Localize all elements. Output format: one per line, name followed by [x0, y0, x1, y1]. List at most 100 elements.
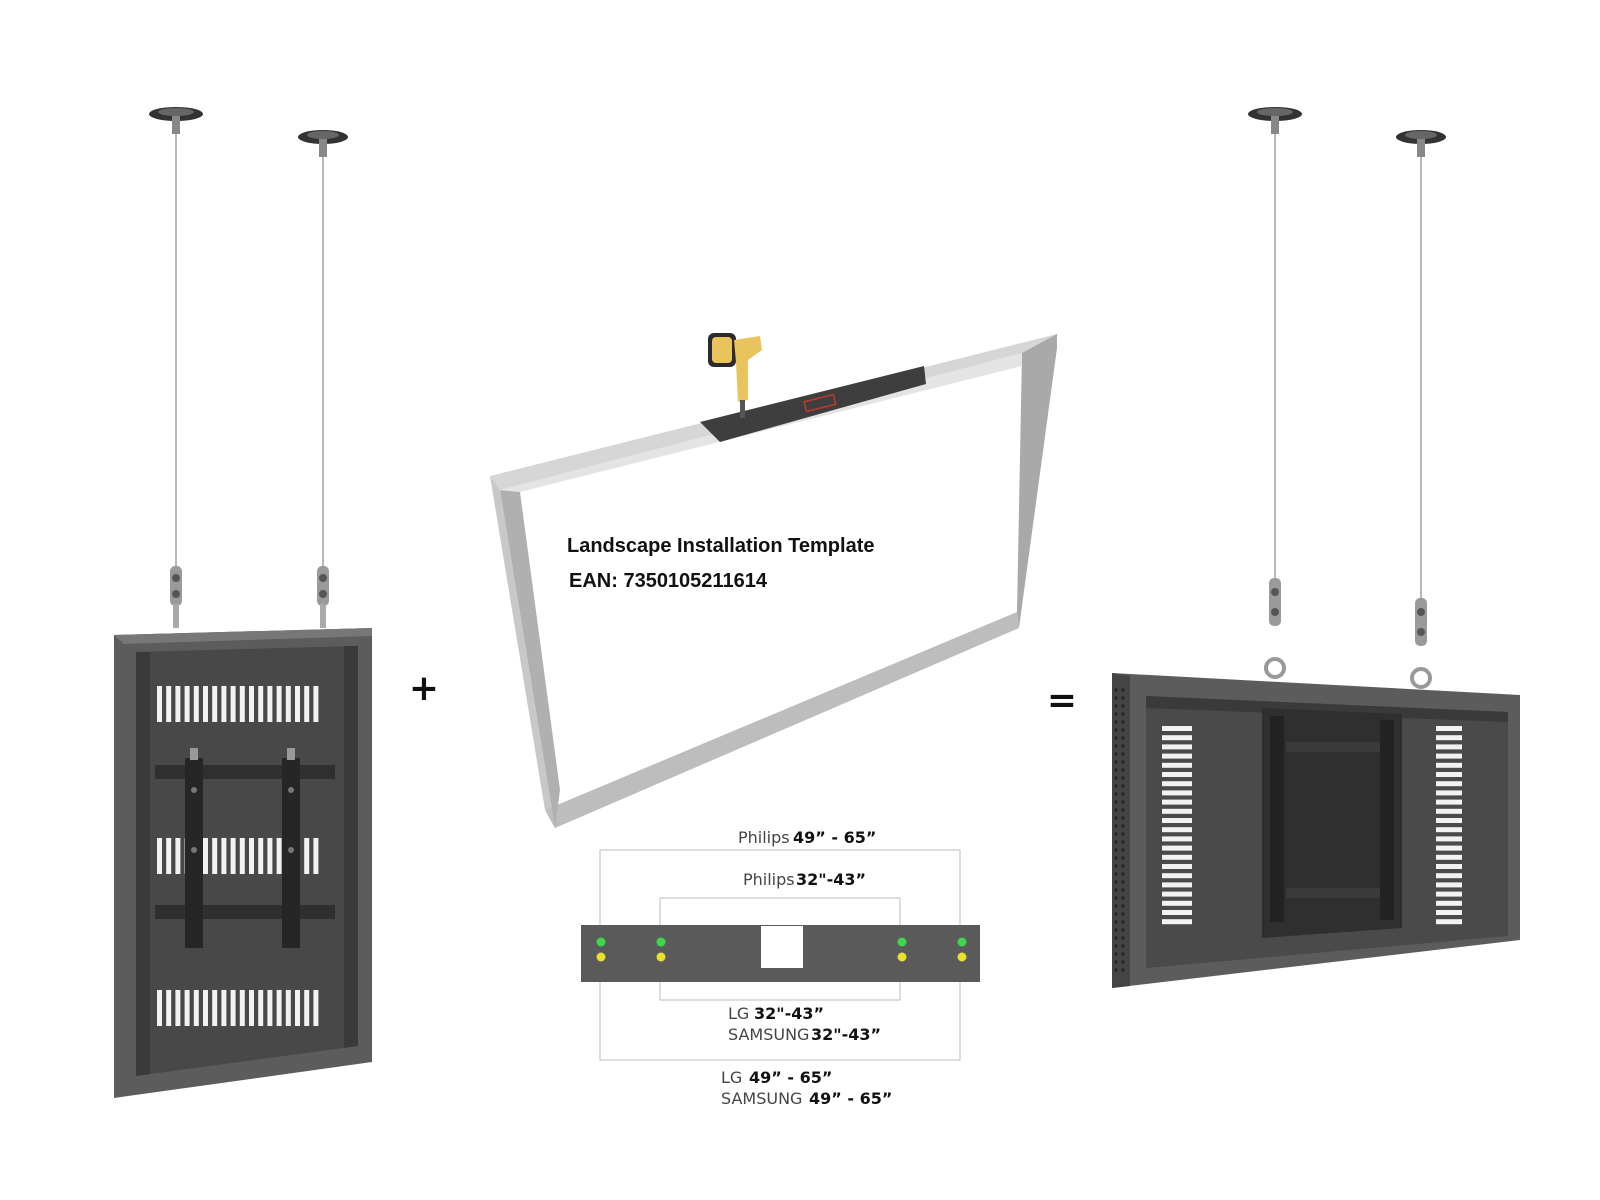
perforation-hole [1121, 800, 1125, 804]
perforation-hole [1121, 776, 1125, 780]
vent-slot [1436, 781, 1462, 787]
perforation-hole [1114, 752, 1118, 756]
vent-slot [304, 686, 310, 722]
perforation-hole [1114, 760, 1118, 764]
perforation-hole [1121, 720, 1125, 724]
perforation-hole [1121, 952, 1125, 956]
vent-slot [166, 990, 172, 1026]
vent-slot [1436, 744, 1462, 750]
vent-slot [175, 990, 181, 1026]
vent-slot [1162, 744, 1192, 750]
vent-slot [304, 990, 310, 1026]
perforation-hole [1114, 848, 1118, 852]
perforation-hole [1114, 832, 1118, 836]
label-philips-small-size: 32"-43” [796, 870, 866, 889]
perforation-hole [1121, 944, 1125, 948]
vent-slot [1162, 900, 1192, 906]
template-center-bracket [700, 366, 926, 442]
perforation-hole [1121, 896, 1125, 900]
perforation-hole [1121, 832, 1125, 836]
perforation-hole [1121, 960, 1125, 964]
perforation-hole [1121, 744, 1125, 748]
perforation-hole [1114, 864, 1118, 868]
vent-slot [1436, 836, 1462, 842]
perforation-hole [1114, 744, 1118, 748]
perforation-hole [1114, 912, 1118, 916]
vent-slot [267, 838, 273, 874]
template-frame-bottom [545, 612, 1019, 828]
vesa-spacing-diagram: Philips 49” - 65” Philips 32"-43” LG 32"… [581, 828, 980, 1108]
vent-slot [203, 686, 208, 722]
vent-slot [1162, 799, 1192, 805]
ceiling-mount-icon [1248, 107, 1302, 134]
perforation-hole [1121, 712, 1125, 716]
perforation-hole [1121, 784, 1125, 788]
mount-rail [155, 905, 335, 919]
vent-slot [1162, 864, 1192, 869]
vent-slot [212, 838, 218, 874]
perforation-hole [1121, 808, 1125, 812]
perforation-hole [1121, 848, 1125, 852]
perforation-hole [1114, 808, 1118, 812]
vent-slot [1436, 882, 1462, 888]
perforation-hole [1114, 952, 1118, 956]
perforation-hole [1114, 896, 1118, 900]
vent-slot [1162, 891, 1192, 897]
perforation-hole [1114, 880, 1118, 884]
vent-slot [1162, 873, 1192, 879]
perforation-hole [1121, 792, 1125, 796]
vent-slot [230, 686, 236, 722]
vent-slot [249, 990, 254, 1026]
vent-slot [175, 686, 181, 722]
perforation-hole [1121, 704, 1125, 708]
mounting-holes [596, 937, 967, 962]
vent-slot [1162, 735, 1192, 741]
label-lg-large-size: 49” - 65” [749, 1068, 832, 1087]
perforation-hole [1121, 816, 1125, 820]
perforation-hole [1114, 784, 1118, 788]
perforation-hole [1121, 872, 1125, 876]
vent-slot [221, 838, 227, 874]
perforation-hole [1114, 736, 1118, 740]
vent-slot [157, 838, 162, 874]
vesa-bracket [1380, 720, 1394, 920]
vent-slot [1162, 910, 1192, 915]
vent-slot [1436, 762, 1462, 768]
label-philips-large-brand: Philips [738, 828, 790, 847]
vent-slot [249, 686, 254, 722]
vesa-bracket [1270, 716, 1284, 922]
vent-slot [1436, 910, 1462, 915]
ceiling-mount-icon [1396, 130, 1446, 157]
vent-slot [258, 838, 264, 874]
perforation-hole [1121, 752, 1125, 756]
vent-slot [221, 686, 227, 722]
vent-slot [276, 838, 282, 874]
vent-slot [193, 686, 199, 722]
vent-slot [1436, 799, 1462, 805]
perforation-hole [1114, 936, 1118, 940]
vent-slots [157, 686, 319, 1026]
vent-slot [276, 686, 282, 722]
vent-slot [313, 686, 319, 722]
ceiling-mount-icon [149, 107, 203, 134]
landscape-enclosure-assembly [1112, 107, 1520, 988]
vent-slot [230, 990, 236, 1026]
template-frame-left [490, 476, 555, 828]
vent-slot [267, 686, 273, 722]
vent-slot [175, 838, 181, 874]
vent-slot [1436, 726, 1462, 731]
vent-slot [1162, 772, 1192, 777]
vent-slot [1436, 873, 1462, 879]
mount-rail [155, 765, 335, 779]
perforation-hole [1121, 912, 1125, 916]
vent-slot [1436, 790, 1462, 796]
vent-slot [295, 686, 300, 722]
drill-icon [708, 333, 762, 418]
label-samsung-small-brand: SAMSUNG [728, 1025, 809, 1044]
turnbuckle [170, 566, 182, 628]
perforation-hole [1121, 936, 1125, 940]
side-perforation [1114, 688, 1125, 972]
vent-slot [258, 686, 264, 722]
vent-slot [157, 990, 162, 1026]
